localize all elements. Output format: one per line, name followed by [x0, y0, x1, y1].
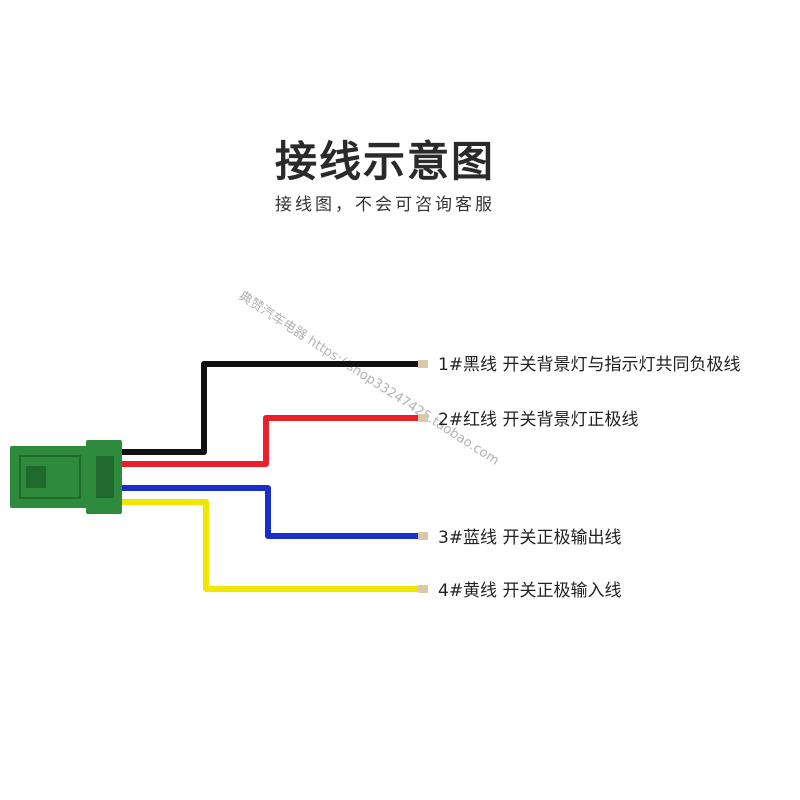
diagram-subtitle: 接线图，不会可咨询客服: [275, 195, 495, 215]
connector-latch: [19, 455, 81, 499]
wire-label-red: 2#红线 开关背景灯正极线: [438, 410, 638, 430]
connector-rib: [26, 466, 46, 488]
connector-body: [10, 446, 90, 508]
wire-blue-path: [120, 485, 418, 539]
wire-red: [120, 414, 428, 467]
connector-clip: [96, 456, 114, 498]
wire-black-path: [120, 361, 418, 455]
wire-black-tip: [418, 360, 428, 368]
wire-yellow-path: [120, 499, 418, 592]
wire-blue-tip: [418, 532, 428, 540]
wire-yellow-tip: [418, 585, 428, 593]
wire-blue: [120, 485, 428, 540]
wire-black: [120, 360, 428, 455]
wire-label-yellow: 4#黄线 开关正极输入线: [438, 581, 621, 601]
wire-red-path: [120, 415, 418, 467]
connector-plug: [10, 440, 122, 514]
watermark-text: 典赞汽车电器 https://shop33247425.taobao.com: [236, 288, 502, 469]
wire-label-blue: 3#蓝线 开关正极输出线: [438, 528, 621, 548]
wire-yellow: [120, 499, 428, 593]
wire-red-tip: [418, 414, 428, 422]
wire-label-black: 1#黑线 开关背景灯与指示灯共同负极线: [438, 355, 740, 375]
diagram-title: 接线示意图: [274, 137, 495, 186]
